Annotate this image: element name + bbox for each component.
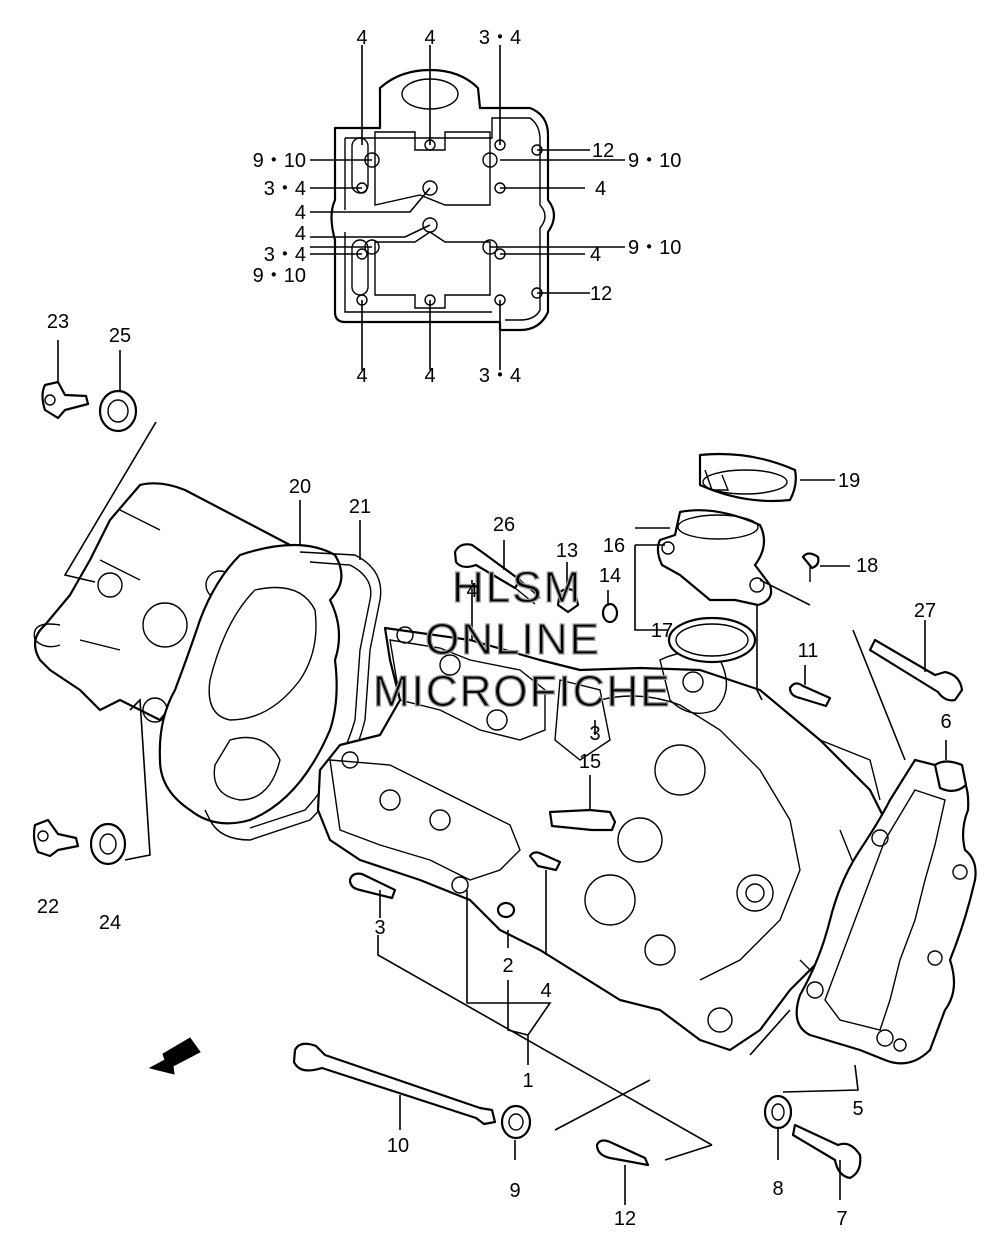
callout-7: 7 [836, 1208, 847, 1230]
callout-22: 22 [37, 896, 59, 918]
watermark-line-1: HLSM [452, 563, 582, 612]
callout-4: 4 [595, 178, 606, 200]
callout-labels: 4 4 3・4 9・10 12 9・10 3・4 4 4 4 3・4 4 9・1… [37, 27, 952, 1230]
callout-4: 4 [424, 365, 435, 387]
callout-26: 26 [493, 514, 515, 536]
callout-20: 20 [289, 476, 311, 498]
callout-3-4: 3・4 [479, 365, 521, 387]
callout-25: 25 [109, 325, 131, 347]
callout-3: 3 [374, 917, 385, 939]
callout-4: 4 [295, 223, 306, 245]
exhaust-gasket-5 [795, 758, 977, 1065]
callout-4: 4 [466, 580, 477, 602]
callout-3-4: 3・4 [264, 244, 306, 266]
callout-10: 10 [387, 1135, 409, 1157]
callout-2: 2 [502, 955, 513, 977]
watermark-line-3: MICROFICHE [373, 667, 672, 716]
callout-11: 11 [798, 640, 819, 662]
valve-cover-assembly [32, 340, 382, 866]
callout-16: 16 [603, 535, 625, 557]
callout-9: 9 [509, 1180, 520, 1202]
watermark-line-2: ONLINE [425, 615, 601, 664]
callout-24: 24 [99, 912, 121, 934]
callout-27: 27 [914, 600, 936, 622]
callout-19: 19 [838, 470, 860, 492]
forward-arrow-icon: FWD [148, 1037, 201, 1075]
callout-6: 6 [940, 711, 951, 733]
callout-9-10: 9・10 [628, 150, 681, 172]
watermark: HLSM ONLINE MICROFICHE [372, 562, 672, 716]
callout-4: 4 [590, 244, 601, 266]
callout-12: 12 [614, 1208, 636, 1230]
bolt-pattern-inset [310, 45, 625, 370]
callout-5: 5 [852, 1098, 863, 1120]
callout-9-10: 9・10 [253, 150, 306, 172]
intake-pipe-assembly [634, 452, 850, 701]
callout-3-4: 3・4 [264, 178, 306, 200]
callout-4: 4 [356, 27, 367, 49]
cylinder-head [316, 626, 892, 1052]
hardware-parts [292, 540, 968, 1205]
callout-23: 23 [47, 311, 69, 333]
callout-4: 4 [356, 365, 367, 387]
callout-1: 1 [522, 1070, 533, 1092]
callout-14: 14 [599, 565, 621, 587]
callout-18: 18 [856, 555, 878, 577]
callout-12: 12 [590, 283, 612, 305]
callout-15: 15 [579, 751, 601, 773]
callout-4: 4 [295, 202, 306, 224]
callout-17: 17 [651, 620, 673, 642]
callout-4: 4 [540, 980, 551, 1002]
callout-9-10: 9・10 [253, 265, 306, 287]
callout-3: 3 [589, 723, 600, 745]
callout-4: 4 [424, 27, 435, 49]
callout-12: 12 [592, 140, 614, 162]
callout-21: 21 [349, 496, 371, 518]
callout-9-10: 9・10 [628, 237, 681, 259]
callout-3-4: 3・4 [479, 27, 521, 49]
callout-8: 8 [772, 1178, 783, 1200]
callout-13: 13 [556, 540, 578, 562]
